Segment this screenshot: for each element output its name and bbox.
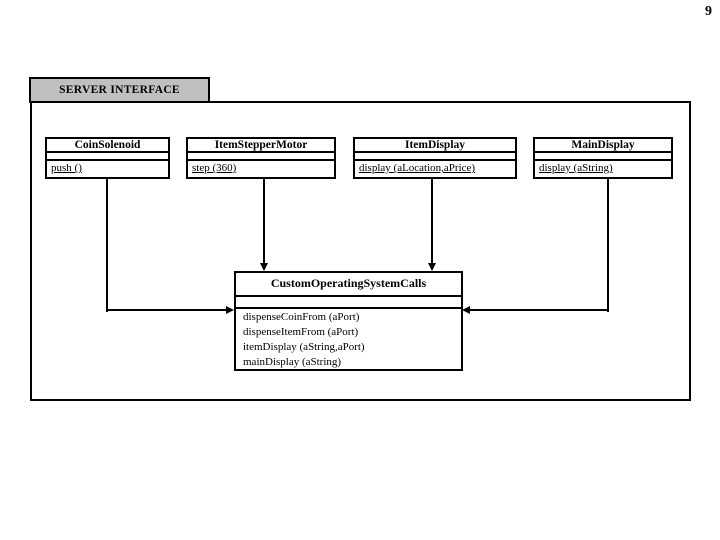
arrowhead-itemsteppermotor-icon bbox=[260, 263, 268, 271]
class-name: ItemDisplay bbox=[355, 139, 515, 153]
os-calls-method-list: dispenseCoinFrom (aPort) dispenseItemFro… bbox=[236, 309, 461, 369]
connector-coinsolenoid-vertical bbox=[106, 177, 108, 312]
arrowhead-maindisplay-icon bbox=[462, 306, 470, 314]
class-box-maindisplay: MainDisplay display (aString) bbox=[533, 137, 673, 179]
class-box-coinsolenoid: CoinSolenoid push () bbox=[45, 137, 170, 179]
arrowhead-itemdisplay-icon bbox=[428, 263, 436, 271]
class-method: display (aLocation,aPrice) bbox=[359, 162, 476, 174]
connector-itemdisplay-vertical bbox=[431, 177, 433, 264]
page-number: 9 bbox=[705, 4, 712, 19]
os-method: itemDisplay (aString,aPort) bbox=[243, 341, 365, 353]
class-box-itemdisplay: ItemDisplay display (aLocation,aPrice) bbox=[353, 137, 517, 179]
class-attributes-empty bbox=[47, 153, 168, 161]
connector-coinsolenoid-horizontal bbox=[106, 309, 227, 311]
arrowhead-coinsolenoid-icon bbox=[226, 306, 234, 314]
class-attributes-empty bbox=[535, 153, 671, 161]
connector-maindisplay-horizontal bbox=[470, 309, 609, 311]
class-attributes-empty bbox=[188, 153, 334, 161]
class-box-itemsteppermotor: ItemStepperMotor step (360) bbox=[186, 137, 336, 179]
connector-maindisplay-vertical bbox=[607, 177, 609, 312]
class-name: MainDisplay bbox=[535, 139, 671, 153]
connector-itemsteppermotor-vertical bbox=[263, 177, 265, 264]
class-name: CoinSolenoid bbox=[47, 139, 168, 153]
os-calls-box: CustomOperatingSystemCalls dispenseCoinF… bbox=[234, 271, 463, 371]
class-method: step (360) bbox=[192, 162, 237, 174]
package-title: SERVER INTERFACE bbox=[59, 84, 180, 96]
class-attributes-empty bbox=[355, 153, 515, 161]
class-method: push () bbox=[51, 162, 82, 174]
class-method: display (aString) bbox=[539, 162, 613, 174]
os-method: dispenseCoinFrom (aPort) bbox=[243, 311, 360, 323]
os-calls-name: CustomOperatingSystemCalls bbox=[236, 273, 461, 297]
os-calls-attributes-empty bbox=[236, 297, 461, 309]
package-tab: SERVER INTERFACE bbox=[29, 77, 210, 103]
class-name: ItemStepperMotor bbox=[188, 139, 334, 153]
os-method: mainDisplay (aString) bbox=[243, 356, 342, 368]
os-method: dispenseItemFrom (aPort) bbox=[243, 326, 359, 338]
